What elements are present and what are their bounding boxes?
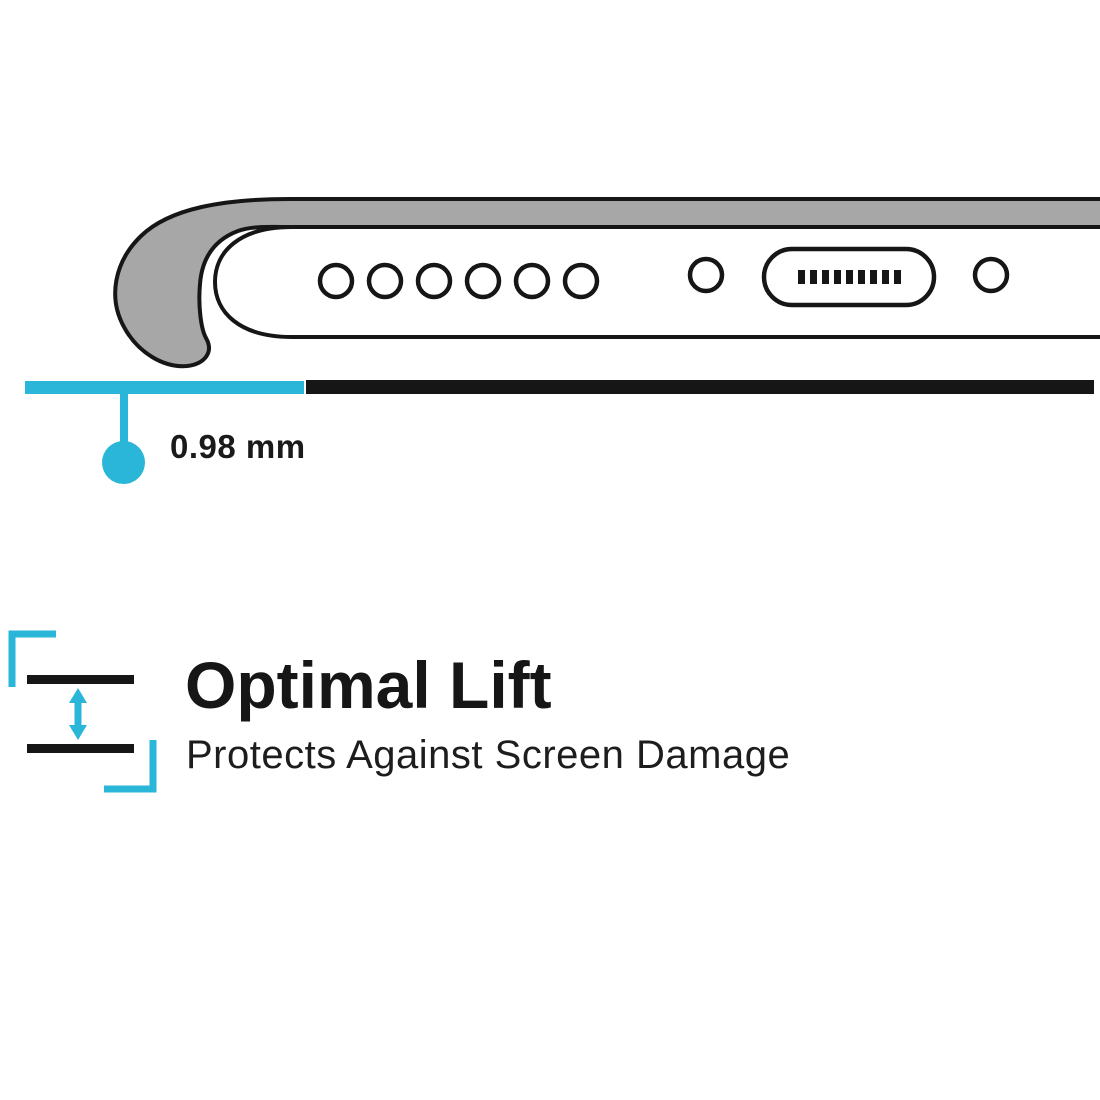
screw-hole-right (972, 256, 1010, 294)
phone-case (113, 197, 1100, 369)
case-lip-level-line (25, 381, 304, 394)
measurement-pointer-stem (120, 392, 128, 446)
feature-subtitle: Protects Against Screen Damage (186, 733, 791, 777)
phone-bottom-illustration (113, 197, 1100, 369)
feature-title: Optimal Lift (185, 648, 552, 722)
surface-line (306, 380, 1094, 394)
charging-port-pins (798, 270, 901, 284)
speaker-hole (415, 262, 453, 300)
lift-icon (8, 630, 157, 793)
measurement-pointer-dot (102, 441, 145, 484)
speaker-hole (513, 262, 551, 300)
bracket-bottom-right-icon (104, 740, 157, 793)
lift-arrow-icon (69, 688, 87, 740)
speaker-hole (317, 262, 355, 300)
bracket-top-left-icon (8, 630, 56, 687)
speaker-holes (317, 262, 600, 300)
charging-port (761, 246, 937, 308)
screen-layer-bottom-line (27, 744, 134, 753)
screw-hole-left (687, 256, 725, 294)
screen-layer-top-line (27, 675, 134, 684)
speaker-hole (366, 262, 404, 300)
measurement-label: 0.98 mm (170, 428, 306, 465)
speaker-hole (464, 262, 502, 300)
speaker-hole (562, 262, 600, 300)
